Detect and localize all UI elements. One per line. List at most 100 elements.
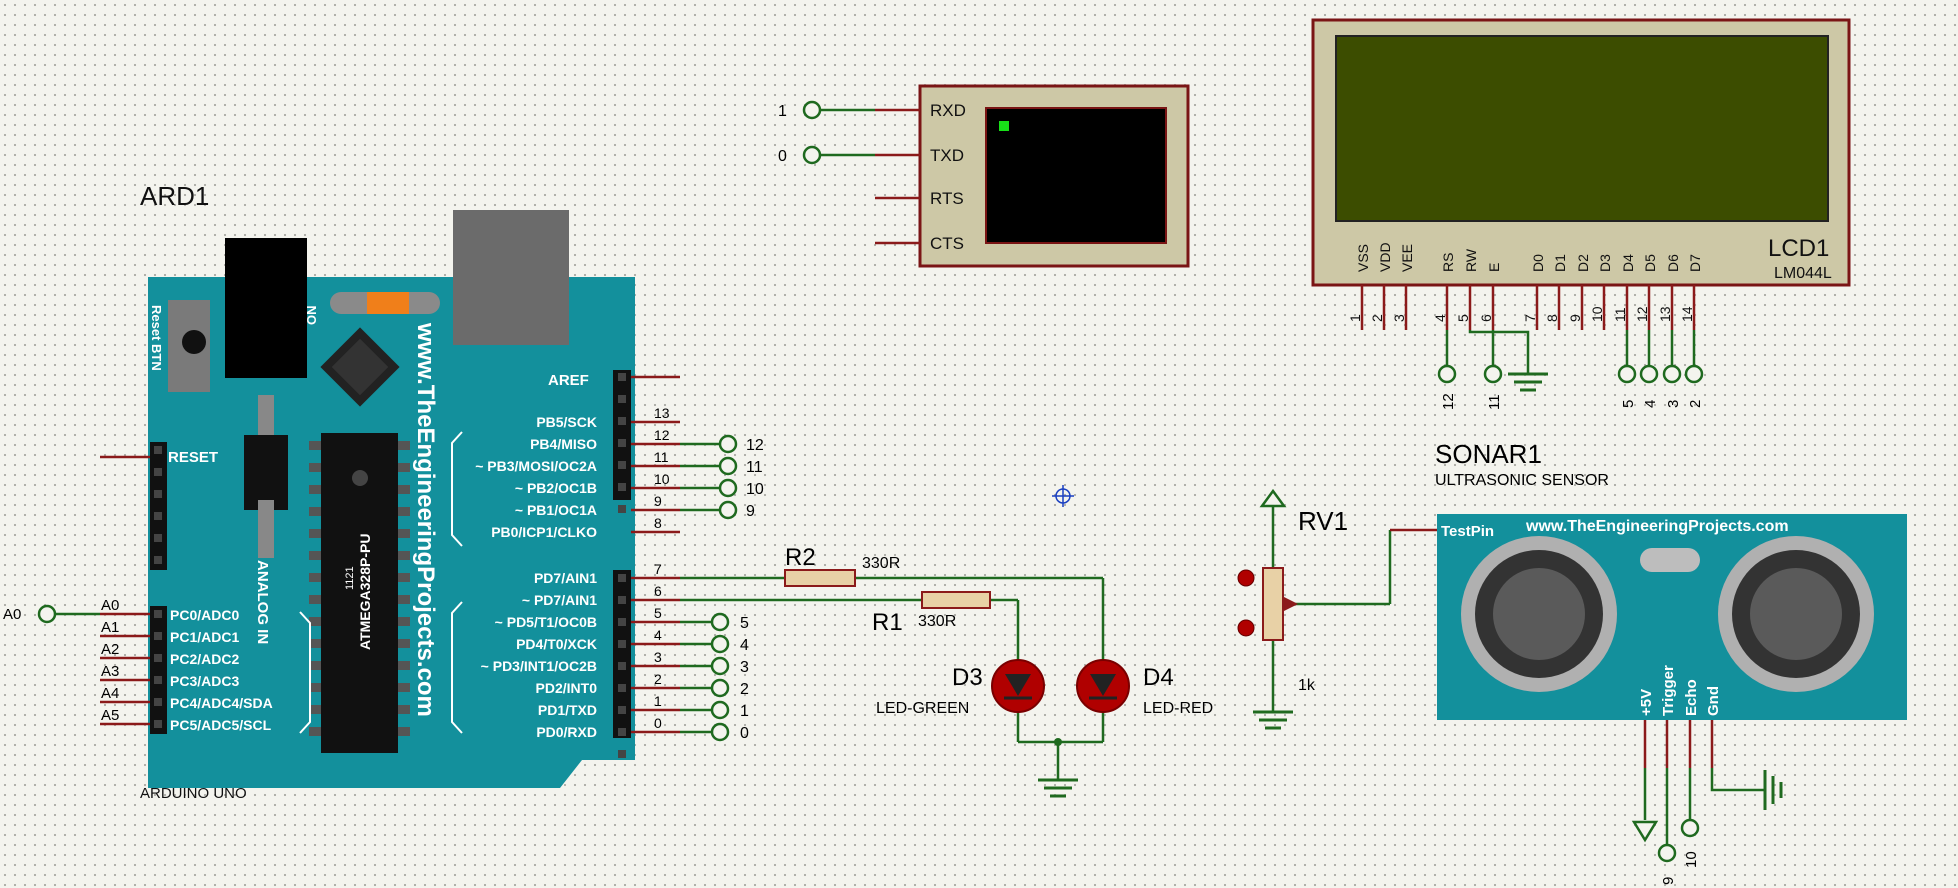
chip-legs [309, 441, 410, 736]
lcd-pin-num: 10 [1589, 306, 1605, 322]
arduino-pin-a-num: A2 [101, 641, 119, 658]
lcd-data-terminal[interactable] [1662, 364, 1682, 384]
resistor-r2[interactable] [784, 569, 856, 587]
r1-ref: R1 [872, 609, 903, 636]
terminal-circle[interactable] [718, 456, 738, 476]
chip-leg [398, 463, 410, 472]
sonar-pin-name: Gnd [1705, 686, 1722, 716]
lcd-pin-name: D6 [1665, 254, 1681, 272]
lcd-pin-num: 13 [1657, 306, 1673, 322]
lcd-data-terminal[interactable] [1684, 364, 1704, 384]
arduino-pin-d-num: 4 [654, 627, 662, 643]
header-hole [618, 750, 626, 758]
terminal-label: 11 [746, 459, 763, 476]
lcd-pin-num: 5 [1455, 314, 1471, 322]
arduino-board[interactable]: ARD1 Reset BTN ON ANALOG IN ATMEGA328P-P… [100, 181, 764, 802]
chip-leg [398, 683, 410, 692]
lcd-pin-name: VEE [1399, 244, 1415, 272]
terminal-pin-rts: RTS [930, 189, 964, 208]
lcd-pin-num: 8 [1544, 314, 1560, 322]
ultrasonic-sensor[interactable]: SONAR1 ULTRASONIC SENSOR www.TheEngineer… [1435, 439, 1907, 885]
arduino-pin-d-label: PD4/T0/XCK [516, 636, 597, 652]
lcd-pin-num: 3 [1391, 314, 1407, 322]
sonar-type: ULTRASONIC SENSOR [1435, 472, 1609, 489]
terminal-pin-txd: TXD [930, 146, 964, 165]
chip-leg [309, 727, 321, 736]
terminal-label: 12 [746, 437, 764, 454]
a0-terminal[interactable]: A0 [3, 604, 100, 624]
lcd-pin-name: D2 [1575, 254, 1591, 272]
header-hole [618, 461, 626, 469]
terminal-circle[interactable] [718, 434, 738, 454]
header-hole [618, 417, 626, 425]
r2-ref: R2 [785, 544, 816, 571]
terminal-circle[interactable] [710, 678, 730, 698]
header-hole [618, 618, 626, 626]
chip-leg [309, 441, 321, 450]
arduino-pin-b-num: 9 [654, 493, 662, 509]
a-pins: PC0/ADC0A0PC1/ADC1A1PC2/ADC2A2PC3/ADC3A3… [100, 597, 273, 733]
lcd-ref: LCD1 [1768, 235, 1829, 262]
chip-leg [309, 507, 321, 516]
terminal-circle[interactable] [718, 500, 738, 520]
header-hole [154, 512, 162, 520]
led-circuit[interactable]: R2 330R R1 330R D3 LED-GREEN D4 LED-RED [680, 544, 1213, 798]
arduino-pin-a-label: PC5/ADC5/SCL [170, 717, 272, 733]
dc-jack [225, 238, 307, 378]
led-d3[interactable] [991, 659, 1045, 713]
sonar-trigger-label: 9 [1660, 877, 1677, 885]
potentiometer-rv1[interactable]: RV1 1k [1237, 488, 1440, 730]
reset-pin-label: RESET [168, 449, 218, 466]
arduino-pin-b-label: ~ PB1/OC1A [515, 502, 597, 518]
resistor-r1[interactable] [921, 591, 991, 609]
arduino-pin-a-num: A5 [101, 707, 119, 724]
lcd-pin-name: D3 [1597, 254, 1613, 272]
chip-leg [309, 551, 321, 560]
terminal-circle[interactable] [710, 656, 730, 676]
header-hole [154, 654, 162, 662]
lcd-pin-name: RW [1463, 248, 1479, 272]
arduino-pin-b-label: PB0/ICP1/CLKO [491, 524, 597, 540]
chip-leg [398, 617, 410, 626]
arduino-pin-d-label: ~ PD5/T1/OC0B [495, 614, 597, 630]
virtual-terminal[interactable]: RXD TXD RTS CTS 1 0 [778, 84, 1190, 268]
terminal-circle[interactable] [710, 722, 730, 742]
terminal-circle[interactable] [710, 612, 730, 632]
sonar-website: www.TheEngineeringProjects.com [1525, 518, 1789, 535]
lcd-data-terminal[interactable] [1639, 364, 1659, 384]
a0-terminal-label: A0 [3, 606, 21, 623]
header-hole [618, 395, 626, 403]
led-d4[interactable] [1076, 659, 1130, 713]
terminal-circle[interactable] [710, 700, 730, 720]
arduino-pin-d-num: 5 [654, 605, 662, 621]
arduino-pin-b-label: ~ PB3/MOSI/OC2A [475, 458, 597, 474]
lcd-pin-num: 14 [1679, 306, 1695, 322]
header-hole [618, 596, 626, 604]
arduino-pin-b-num: 13 [654, 405, 670, 421]
terminal-circle[interactable] [710, 634, 730, 654]
sonar-trigger-terminal[interactable] [1657, 843, 1677, 863]
terminal-rxd-terminal-label: 1 [778, 103, 787, 120]
arduino-pin-b-num: 8 [654, 515, 662, 531]
lcd-pin-name: RS [1440, 253, 1456, 272]
arduino-pin-d-num: 2 [654, 671, 662, 687]
lcd-e-terminal[interactable] [1483, 364, 1503, 384]
sonar-echo-terminal[interactable] [1680, 818, 1700, 838]
lcd-data-terminal[interactable] [1617, 364, 1637, 384]
header-hole [618, 684, 626, 692]
header-hole [154, 556, 162, 564]
terminal-label: 1 [740, 703, 749, 720]
header-hole [154, 534, 162, 542]
r1-value: 330R [918, 613, 956, 630]
header-hole [618, 574, 626, 582]
terminal-circle[interactable] [718, 478, 738, 498]
chip-leg [398, 551, 410, 560]
lcd-rs-terminal[interactable] [1437, 364, 1457, 384]
reset-button[interactable] [182, 330, 206, 354]
bracket-lines [299, 431, 463, 734]
header-hole [618, 640, 626, 648]
lcd-module[interactable]: LCD1 LM044L VSS1VDD2VEE3RS4RW5E6D07D18D2… [1311, 18, 1851, 410]
chip-leg [398, 727, 410, 736]
